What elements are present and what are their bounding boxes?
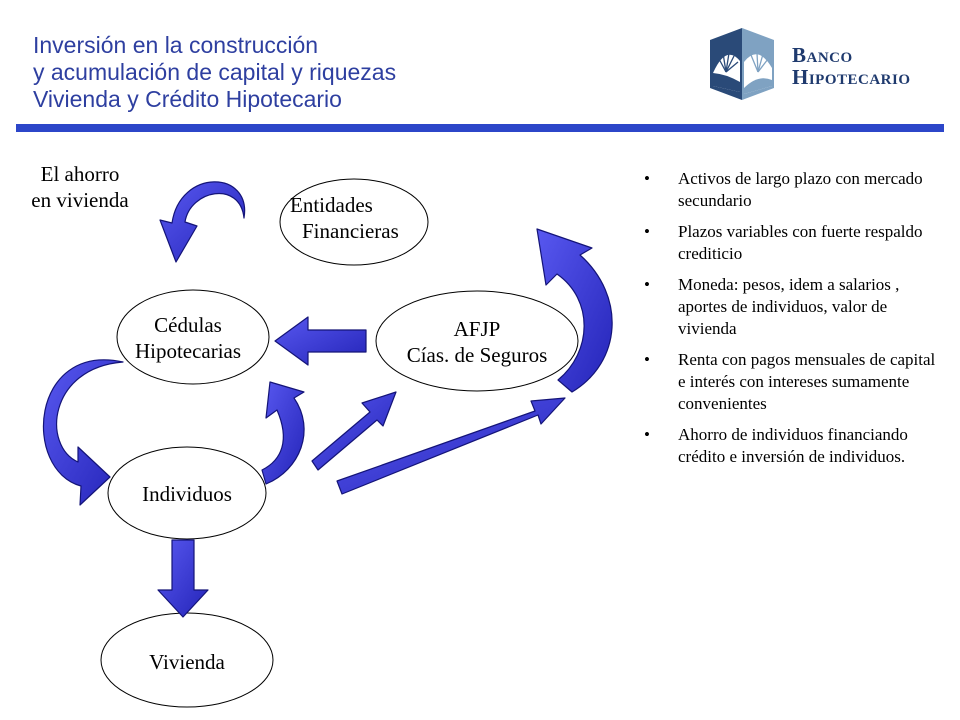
- features-bullet-list: • Activos de largo plazo con mercado secu…: [644, 168, 944, 477]
- bullet-text: Moneda: pesos, idem a salarios , aportes…: [678, 275, 900, 338]
- entidades-label-line-2: Financieras: [302, 219, 399, 243]
- arrow-afjp-to-cedulas-icon: [274, 316, 367, 366]
- title-line-3: Vivienda y Crédito Hipotecario: [33, 86, 342, 112]
- afjp-label-line-2: Cías. de Seguros: [406, 343, 548, 367]
- cedulas-label-line-1: Cédulas: [154, 313, 222, 337]
- savings-flow-diagram: El ahorro en vivienda Entidades Financie…: [0, 140, 620, 720]
- afjp-label-line-1: AFJP: [453, 317, 501, 341]
- cedulas-node: [116, 289, 270, 385]
- curved-arrow-ahorro-icon: [159, 181, 246, 263]
- arrow-individuos-to-entidades-icon: [336, 397, 566, 495]
- cedulas-label-line-2: Hipotecarias: [134, 339, 242, 363]
- afjp-label: AFJP Cías. de Seguros: [382, 316, 572, 368]
- curved-arrow-afjp-to-entidades-icon: [536, 228, 613, 393]
- arrow-individuos-to-afjp-icon: [311, 391, 397, 471]
- logo-cap-h: H: [792, 65, 809, 89]
- side-label-line-1: El ahorro: [40, 162, 120, 186]
- title-line-2: y acumulación de capital y riquezas: [33, 59, 397, 85]
- bullet-dot-icon: •: [644, 425, 650, 444]
- side-label-ahorro: El ahorro en vivienda: [10, 161, 150, 213]
- logo-line2-rest: IPOTECARIO: [808, 72, 911, 88]
- logo-line1-rest: ANCO: [806, 50, 853, 66]
- logo-wordmark: BANCO HIPOTECARIO: [792, 43, 911, 90]
- bullet-item: • Moneda: pesos, idem a salarios , aporte…: [644, 274, 944, 340]
- bullet-text: Ahorro de individuos financiando crédito…: [678, 425, 908, 466]
- bullet-item: • Activos de largo plazo con mercado secu…: [644, 168, 944, 212]
- entidades-label-line-1: Entidades: [290, 193, 373, 217]
- bullet-dot-icon: •: [644, 169, 650, 188]
- bullet-dot-icon: •: [644, 350, 650, 369]
- individuos-label-line: Individuos: [142, 482, 232, 506]
- bullet-dot-icon: •: [644, 222, 650, 241]
- individuos-node: [107, 446, 267, 540]
- entidades-label: Entidades Financieras: [290, 192, 430, 244]
- slide-title: Inversión en la construcción y acumulaci…: [33, 32, 396, 113]
- cedulas-label: Cédulas Hipotecarias: [108, 312, 268, 364]
- side-label-line-2: en vivienda: [31, 188, 129, 212]
- afjp-node: [375, 290, 579, 392]
- curved-arrow-individuos-to-cedulas-icon: [261, 381, 305, 485]
- entidades-node: [279, 178, 429, 266]
- title-divider: [16, 124, 944, 132]
- bullet-item: • Ahorro de individuos financiando crédit…: [644, 424, 944, 468]
- vivienda-label: Vivienda: [107, 649, 267, 675]
- logo-cap-b: B: [792, 43, 807, 67]
- bullet-text: Renta con pagos mensuales de capital e i…: [678, 350, 936, 413]
- individuos-label: Individuos: [107, 481, 267, 507]
- curved-arrow-cedulas-to-individuos-icon: [42, 359, 124, 506]
- bullet-text: Activos de largo plazo con mercado secun…: [678, 169, 923, 210]
- bullet-text: Plazos variables con fuerte respaldo cre…: [678, 222, 923, 263]
- title-line-1: Inversión en la construcción: [33, 32, 319, 58]
- bullet-dot-icon: •: [644, 275, 650, 294]
- arrow-individuos-to-vivienda-icon: [157, 539, 209, 618]
- bullet-item: • Plazos variables con fuerte respaldo cr…: [644, 221, 944, 265]
- bullet-item: • Renta con pagos mensuales de capital e …: [644, 349, 944, 415]
- banco-hipotecario-logo-icon: [710, 28, 774, 100]
- vivienda-label-line: Vivienda: [149, 650, 225, 674]
